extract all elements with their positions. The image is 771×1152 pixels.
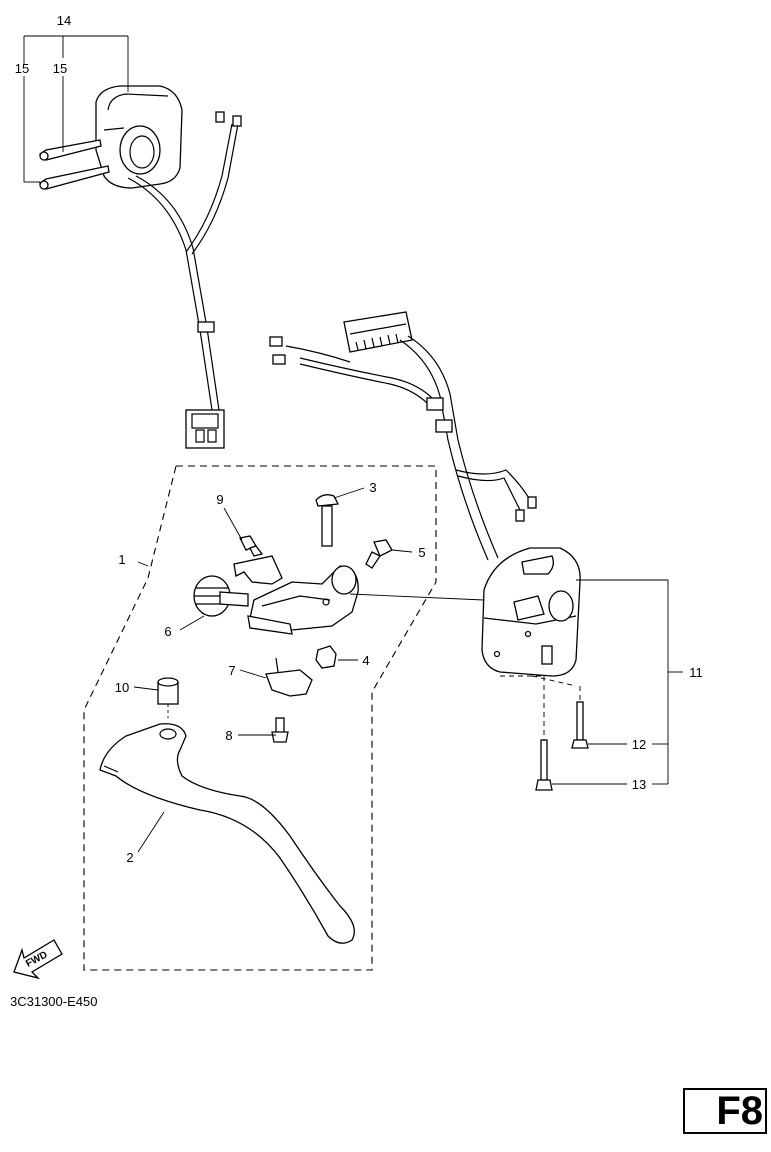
left-handlebar-switch xyxy=(95,85,183,189)
callout-13: 13 xyxy=(632,777,646,792)
callout-14: 14 xyxy=(57,13,71,28)
diagram-code: 3C31300-E450 xyxy=(10,994,98,1009)
left-switch-screws xyxy=(38,139,110,190)
right-handlebar-switch xyxy=(481,547,581,677)
lever-bracket xyxy=(247,565,359,635)
clutch-lever-2 xyxy=(99,723,355,944)
callout-15-right: 15 xyxy=(53,61,67,76)
bolt-3 xyxy=(315,494,340,547)
right-switch-wire-harness xyxy=(269,311,537,561)
callout-5: 5 xyxy=(418,545,425,560)
fwd-arrow-icon: FWD xyxy=(13,939,63,980)
callout-15-left: 15 xyxy=(15,61,29,76)
screw-8 xyxy=(271,717,289,743)
bushing-10 xyxy=(157,677,179,718)
leader-lines-14-15 xyxy=(23,35,129,183)
nut-4 xyxy=(315,645,337,669)
callout-10: 10 xyxy=(115,680,129,695)
callout-2: 2 xyxy=(126,850,133,865)
plate-bracket xyxy=(233,555,283,585)
page-tag-box: F8 xyxy=(683,1088,767,1134)
leader-lines-lever-assembly xyxy=(133,487,485,853)
lever-assembly-boundary xyxy=(83,465,437,971)
bolt-5 xyxy=(365,539,393,569)
callout-11: 11 xyxy=(689,665,703,680)
callout-12: 12 xyxy=(632,737,646,752)
screw-9 xyxy=(239,535,264,557)
callout-9: 9 xyxy=(216,492,223,507)
leader-lines-11-13 xyxy=(500,579,683,785)
callout-6: 6 xyxy=(164,624,171,639)
callout-4: 4 xyxy=(362,653,369,668)
adjuster-knob-6 xyxy=(193,575,249,617)
left-switch-wire-harness xyxy=(127,111,242,449)
clutch-switch-7 xyxy=(265,657,313,697)
page-tag: F8 xyxy=(716,1089,763,1133)
callout-8: 8 xyxy=(225,728,232,743)
right-switch-screws xyxy=(535,701,589,791)
callout-3: 3 xyxy=(369,480,376,495)
callout-7: 7 xyxy=(228,663,235,678)
callout-1: 1 xyxy=(118,552,125,567)
